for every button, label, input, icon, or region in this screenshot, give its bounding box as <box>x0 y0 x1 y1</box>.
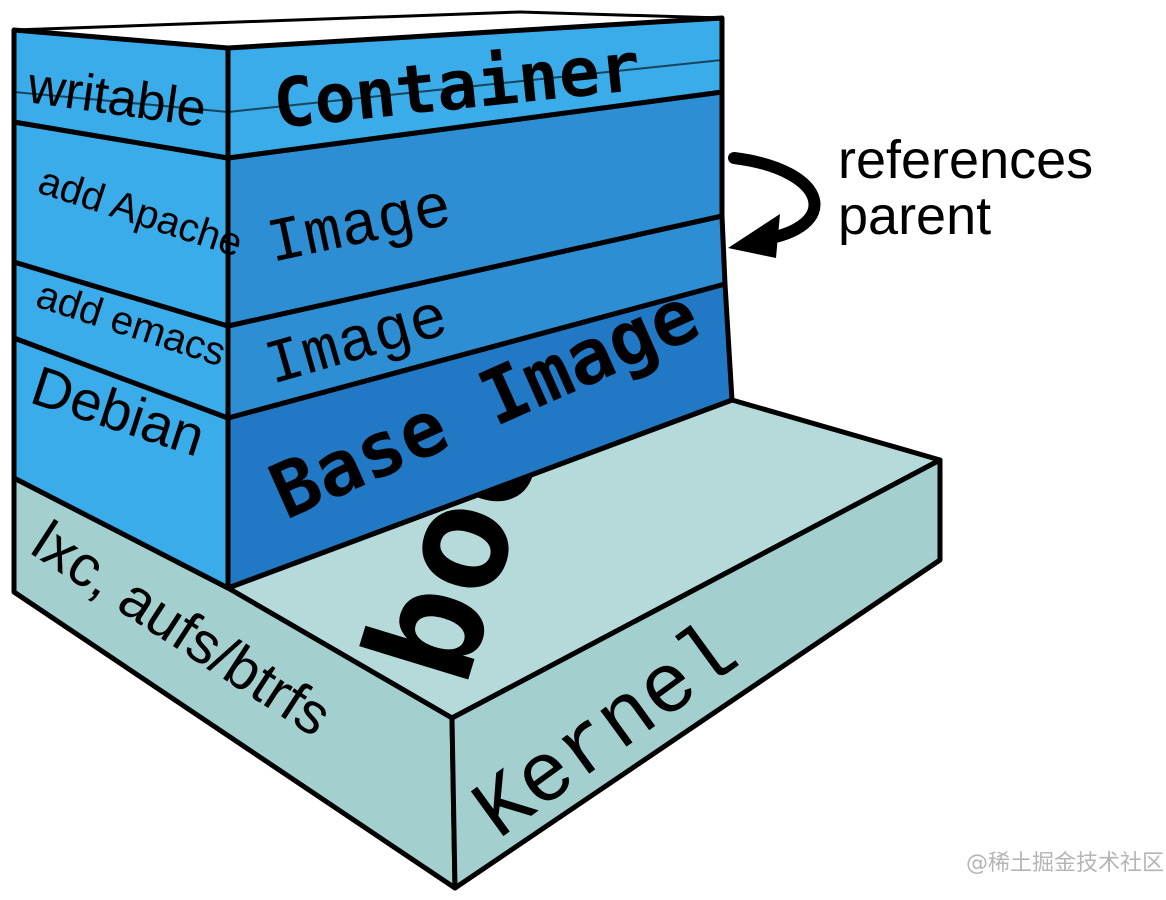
watermark: @稀土掘金技术社区 <box>966 851 1164 876</box>
container-front-face <box>225 15 725 161</box>
kernel-front-face <box>449 457 943 891</box>
apache-layer: add Apache Image <box>11 89 725 329</box>
container-top-edge <box>519 10 723 20</box>
debian-layer: Debian Base Image <box>11 269 735 591</box>
references-annotation: references parent <box>728 130 1093 258</box>
container-back-edge <box>13 10 521 32</box>
curved-arrow-head-icon <box>728 214 780 258</box>
container-inner-edge <box>13 59 723 114</box>
annotation-line2: parent <box>838 186 991 246</box>
annotation-line1: references <box>838 130 1093 190</box>
curved-arrow-shaft <box>728 152 821 246</box>
